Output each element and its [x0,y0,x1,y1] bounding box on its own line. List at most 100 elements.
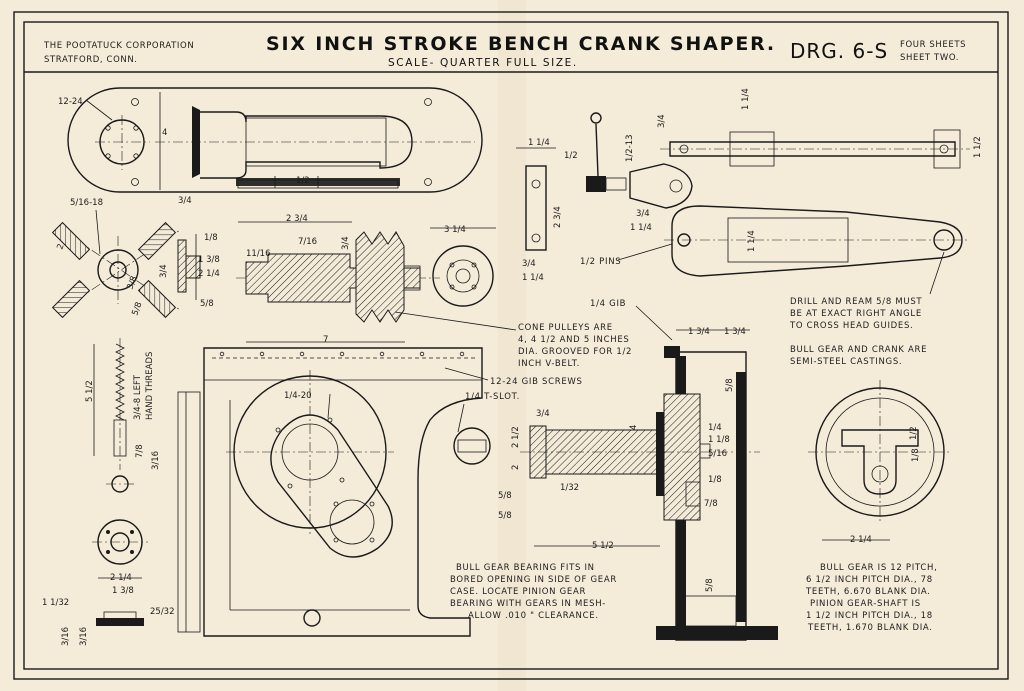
pitch-note: BULL GEAR IS 12 PITCH, 6 1/2 INCH PITCH … [805,563,937,633]
label-dim-1-4-20: 1/4-20 [284,391,312,401]
label-dim-3-16-a: 3/16 [61,627,71,646]
label-dim-1-32: 1/32 [560,483,579,493]
cone-note-line4: INCH V-BELT. [518,359,580,369]
label-dim-4: 4 [162,128,167,138]
cone-note-line2: 4, 4 1/2 AND 5 INCHES [518,335,630,345]
label-dim-1-3-8-base: 1 3/8 [112,586,134,596]
pitch-note-line1: BULL GEAR IS 12 PITCH, [820,563,937,573]
label-dim-5-1-2-screw: 5 1/2 [85,380,95,402]
drawing-number: DRG. 6-S [790,39,888,63]
clamp-details: 1 1/4 1/2 2 3/4 3/4 1 1/4 1/2-13 3/4 3/4… [516,112,693,283]
label-dim-1-1-2: 1 1/2 [973,136,983,158]
label-dim-1-3-4-b: 1 3/4 [724,327,746,337]
label-dim-5-8-spoke: 5/8 [130,301,144,317]
label-dim-2-3-4-ram: 2 3/4 [286,214,308,224]
gib-screws-label: 12-24 GIB SCREWS [490,377,583,387]
castings-note-line2: SEMI-STEEL CASTINGS. [790,357,902,367]
cone-note-line1: CONE PULLEYS ARE [518,323,613,333]
label-dim-7-8: 7/8 [135,444,145,458]
label-dim-7-16: 7/16 [298,237,317,247]
label-dim-1-2-gear: 1/2 [909,426,919,440]
label-dim-5-16-18: 5/16-18 [70,198,103,208]
bearing-note-line1: BULL GEAR BEARING FITS IN [456,563,595,573]
label-dim-3-16: 3/16 [151,451,161,470]
gib-label: 1/4 GIB [590,299,626,309]
label-dim-3-16-b: 3/16 [79,627,89,646]
label-dim-2-1-4: 2 1/4 [198,269,220,279]
pins-label: 1/2 PINS [580,257,621,267]
label-dim-3-4-d: 3/4 [636,209,650,219]
label-dim-5-1-2-shaft: 5 1/2 [592,541,614,551]
label-dim-2-shaft: 2 [511,465,521,470]
label-dim-3-4-b: 3/4 [657,114,667,128]
pitch-note-line2: 6 1/2 INCH PITCH DIA., 78 [806,575,933,585]
company-city: STRATFORD, CONN. [44,55,138,65]
label-dim-1-1-4-a: 1 1/4 [528,138,550,148]
bearing-note-line4: BEARING WITH GEARS IN MESH- [450,599,606,609]
title-block: THE POOTATUCK CORPORATION STRATFORD, CON… [43,33,966,69]
bearing-note-line3: CASE. LOCATE PINION GEAR [450,587,586,597]
label-dim-1-3-8: 1 3/8 [198,255,220,265]
label-dim-2-handle: 2 [55,243,66,252]
sheet-count: FOUR SHEETS [900,40,966,50]
cone-pulley-note: CONE PULLEYS ARE 4, 4 1/2 AND 5 INCHES D… [394,311,631,433]
bearing-note: BULL GEAR BEARING FITS IN BORED OPENING … [450,563,617,621]
label-dim-1-1-4-c: 1 1/4 [630,223,652,233]
drill-note-line1: DRILL AND REAM 5/8 MUST [790,297,922,307]
label-dim-1-2-13: 1/2-13 [625,134,635,162]
drill-note-line3: TO CROSS HEAD GUIDES. [789,321,913,331]
label-dim-5-8-gear: 5/8 [705,578,715,592]
label-dim-2-3-4-clamp: 2 3/4 [553,206,563,228]
drill-note: DRILL AND REAM 5/8 MUST BE AT EXACT RIGH… [789,251,945,367]
label-dim-5-16: 5/16 [708,449,727,459]
label-dim-11-16: 11/16 [246,249,271,259]
pitch-note-line6: TEETH, 1.670 BLANK DIA. [807,623,933,633]
label-dim-2-1-4-gear: 2 1/4 [850,535,872,545]
label-dim-3-4-cone: 3/4 [341,236,351,250]
label-dim-5-8-hub: 5/8 [200,299,214,309]
drawing-scale: SCALE- QUARTER FULL SIZE. [388,57,578,69]
bull-gear-face: 1/2 1/8 2 1/4 [808,380,952,545]
drill-note-line2: BE AT EXACT RIGHT ANGLE [790,309,922,319]
handle-wheel: 5/16-18 2 3/8 5/8 1/8 1 3/8 2 1/4 5/8 3/… [51,198,220,319]
label-dim-1-4-shaft: 1/4 [708,423,722,433]
ram-top-view: 12-24 4 3/4 1/2 2 3/4 [58,87,483,224]
label-dim-1-1-32: 1 1/32 [42,598,69,608]
label-dim-1-3-4-a: 1 3/4 [688,327,710,337]
label-tap-12-24: 12-24 [58,97,83,107]
label-dim-3-8: 3/8 [125,275,139,291]
label-dim-5-8-d: 5/8 [498,511,512,521]
bearing-note-line5: ALLOW .010 " CLEARANCE. [468,611,599,621]
pitch-note-line4: PINION GEAR-SHAFT IS [810,599,921,609]
label-dim-5-8-c: 5/8 [498,491,512,501]
label-dim-3-4-hub: 3/4 [159,264,169,278]
label-dim-5-8-v: 5/8 [725,378,735,392]
company-name: THE POOTATUCK CORPORATION [43,41,194,51]
bull-gear-shaft-section: 1/4 GIB 1 3/4 1 3/4 5/8 3/4 4 2 1/2 2 1/… [498,299,778,641]
label-dim-1-1-8: 1 1/8 [708,435,730,445]
pitch-note-line5: 1 1/2 INCH PITCH DIA., 18 [806,611,933,621]
label-dim-3-4-shaft: 3/4 [536,409,550,419]
pitch-note-line3: TEETH, 6.670 BLANK DIA. [805,587,931,597]
label-dim-1-2-clamp: 1/2 [564,151,578,161]
label-dim-1-1-4-d: 1 1/4 [741,88,751,110]
castings-note-line1: BULL GEAR AND CRANK ARE [790,345,927,355]
cone-pulley-shaft: 11/16 7/16 3/4 7 3 1/4 [236,225,496,345]
shaper-frame: 1/4-20 [177,347,491,637]
label-dim-2-1-4-base: 2 1/4 [110,573,132,583]
label-dim-25-32: 25/32 [150,607,175,617]
label-dim-1-8-shaft: 1/8 [708,475,722,485]
connecting-link: 1 1/4 1 1/2 1 1/4 [660,88,983,277]
t-slot-label: 1/4 T-SLOT. [465,392,520,402]
outer-border [13,11,1009,680]
label-dim-3-4-c: 3/4 [522,259,536,269]
label-dim-3-1-4: 3 1/4 [444,225,466,235]
label-dim-1-8-gear: 1/8 [911,448,921,462]
sheet-number: SHEET TWO. [900,53,959,63]
label-dim-1-1-4-link: 1 1/4 [747,230,757,252]
label-dim-1-1-4-b: 1 1/4 [522,273,544,283]
label-dim-4-shaft: 4 [629,425,639,430]
bearing-note-line2: BORED OPENING IN SIDE OF GEAR [450,575,617,585]
label-left-thread: 3/4-8 LEFT [133,374,143,420]
